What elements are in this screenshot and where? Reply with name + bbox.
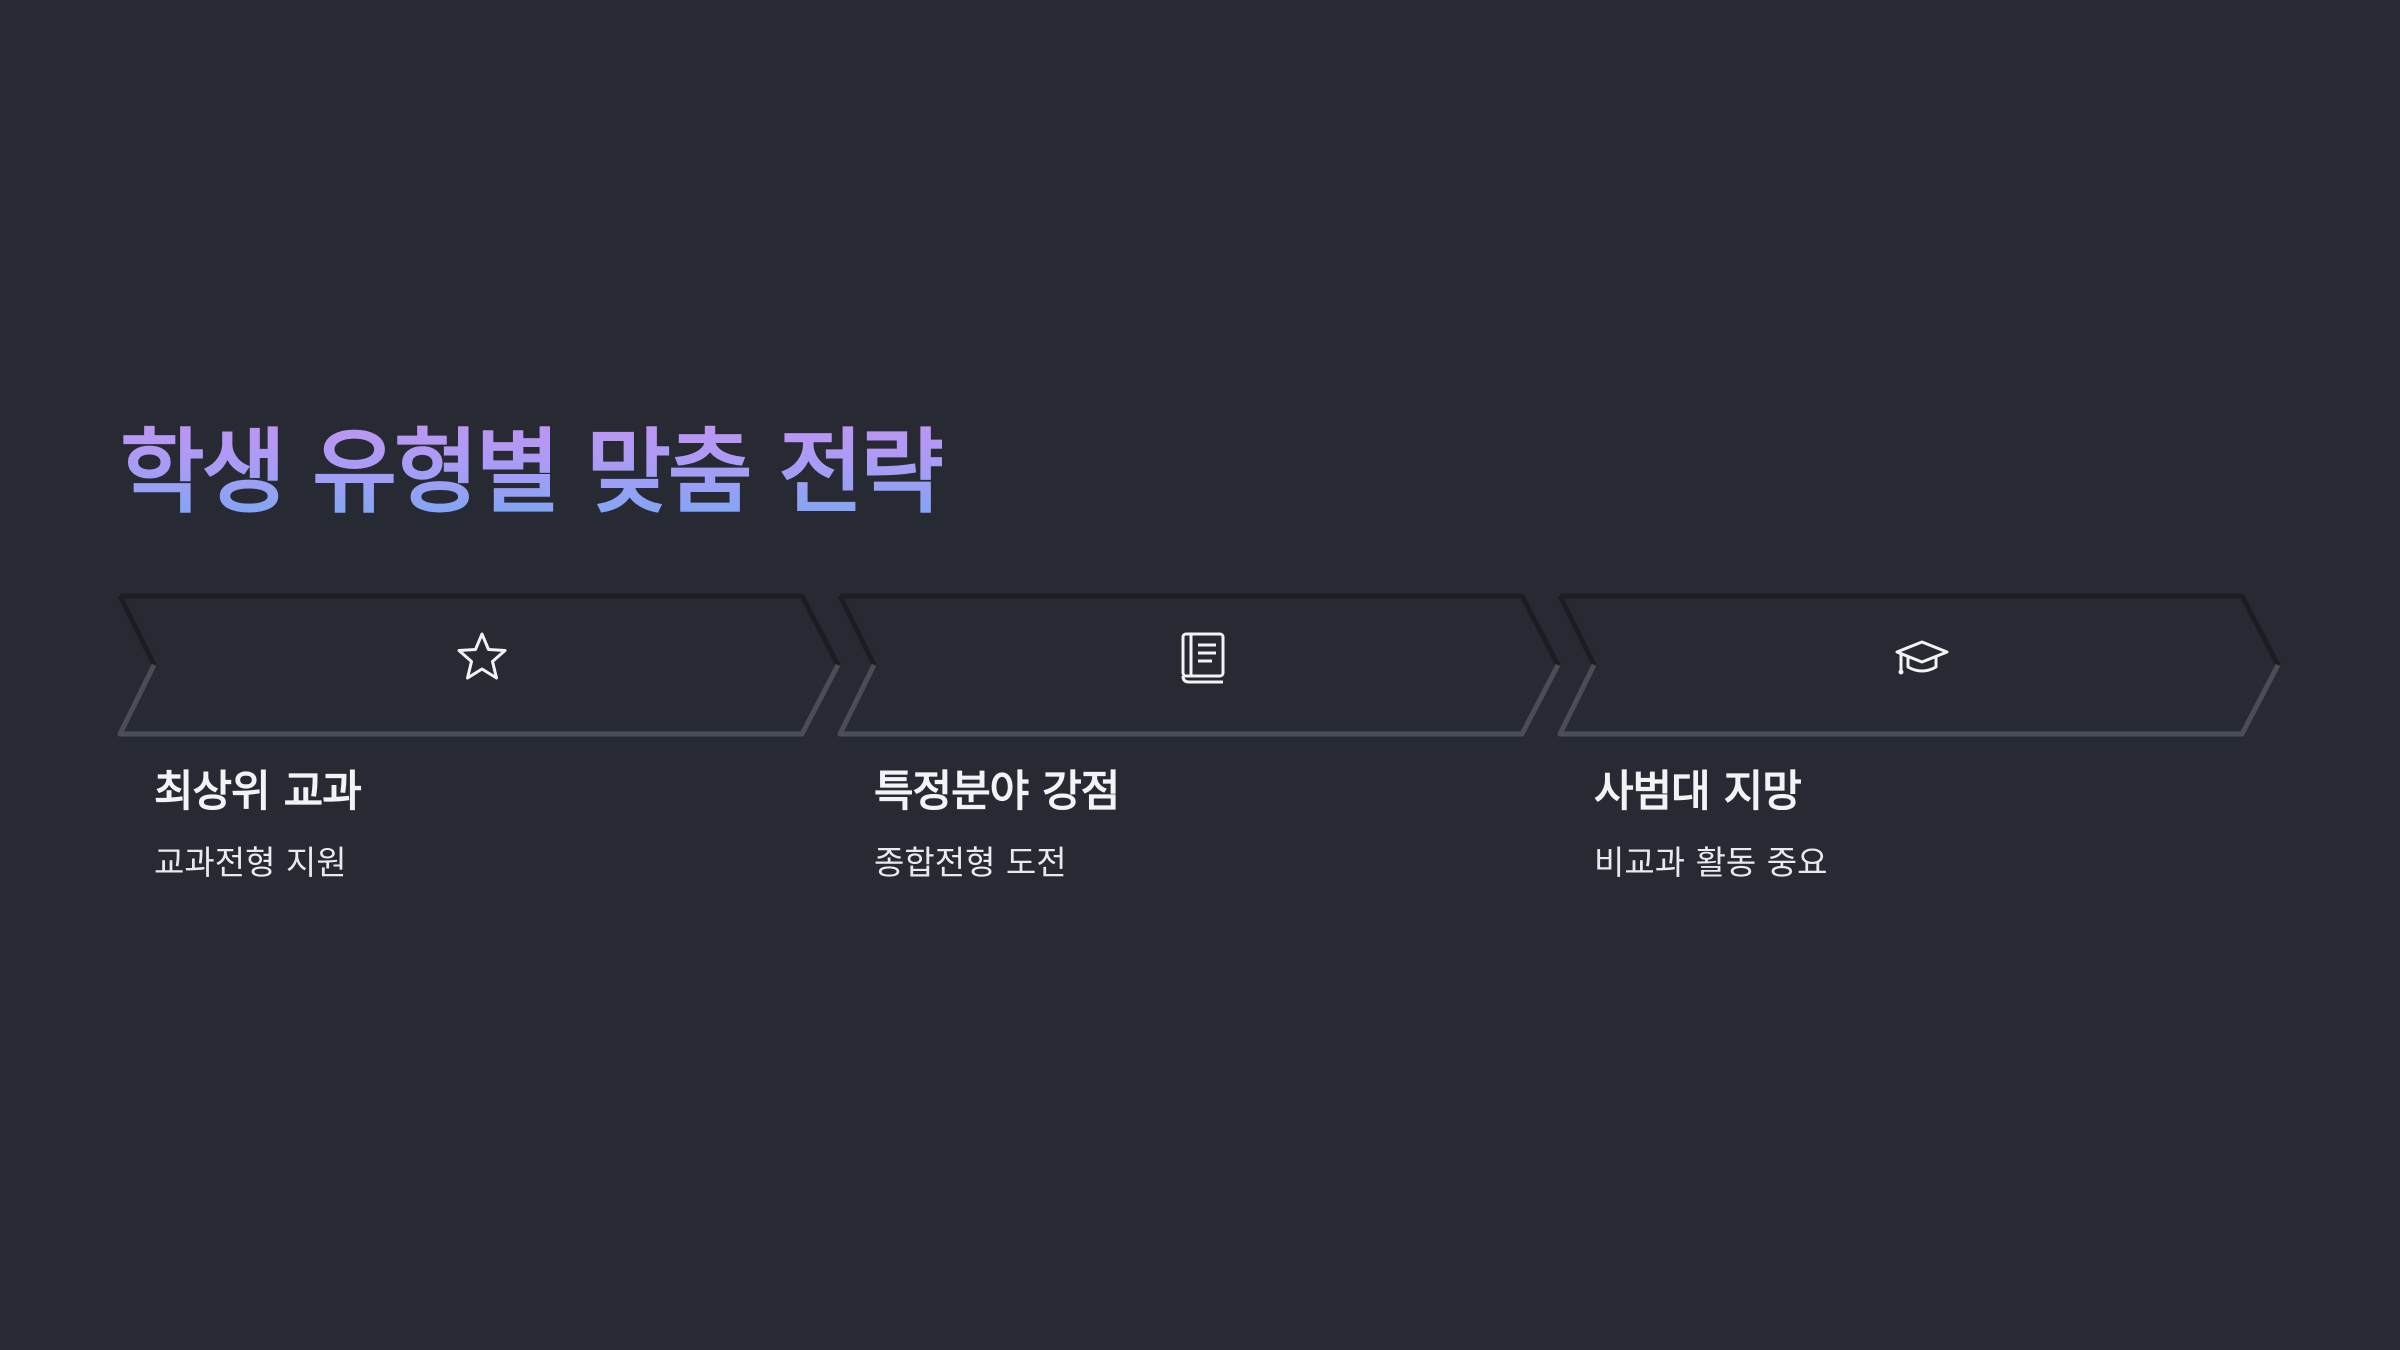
step-title: 최상위 교과: [154, 767, 362, 817]
chevron-arrow-shape: [1557, 593, 2281, 737]
book-icon: [1172, 628, 1232, 688]
chevron-arrow-shape: [837, 593, 1561, 737]
step-description: 종합전형 도전: [874, 843, 1067, 882]
step-title: 특정분야 강점: [874, 767, 1120, 817]
step-title: 사범대 지망: [1594, 767, 1802, 817]
star-icon: [452, 628, 512, 688]
slide-title: 학생 유형별 맞춤 전략: [120, 408, 945, 538]
step-description: 비교과 활동 중요: [1594, 843, 1828, 882]
step-3: 사범대 지망 비교과 활동 중요: [1557, 593, 2282, 894]
step-2: 특정분야 강점 종합전형 도전: [837, 593, 1562, 894]
step-description: 교과전형 지원: [154, 843, 347, 882]
chevron-arrow-shape: [117, 593, 841, 737]
strategy-steps: 최상위 교과 교과전형 지원 특정분야 강점: [117, 593, 2282, 894]
graduation-cap-icon: [1892, 628, 1952, 688]
step-1: 최상위 교과 교과전형 지원: [117, 593, 842, 894]
